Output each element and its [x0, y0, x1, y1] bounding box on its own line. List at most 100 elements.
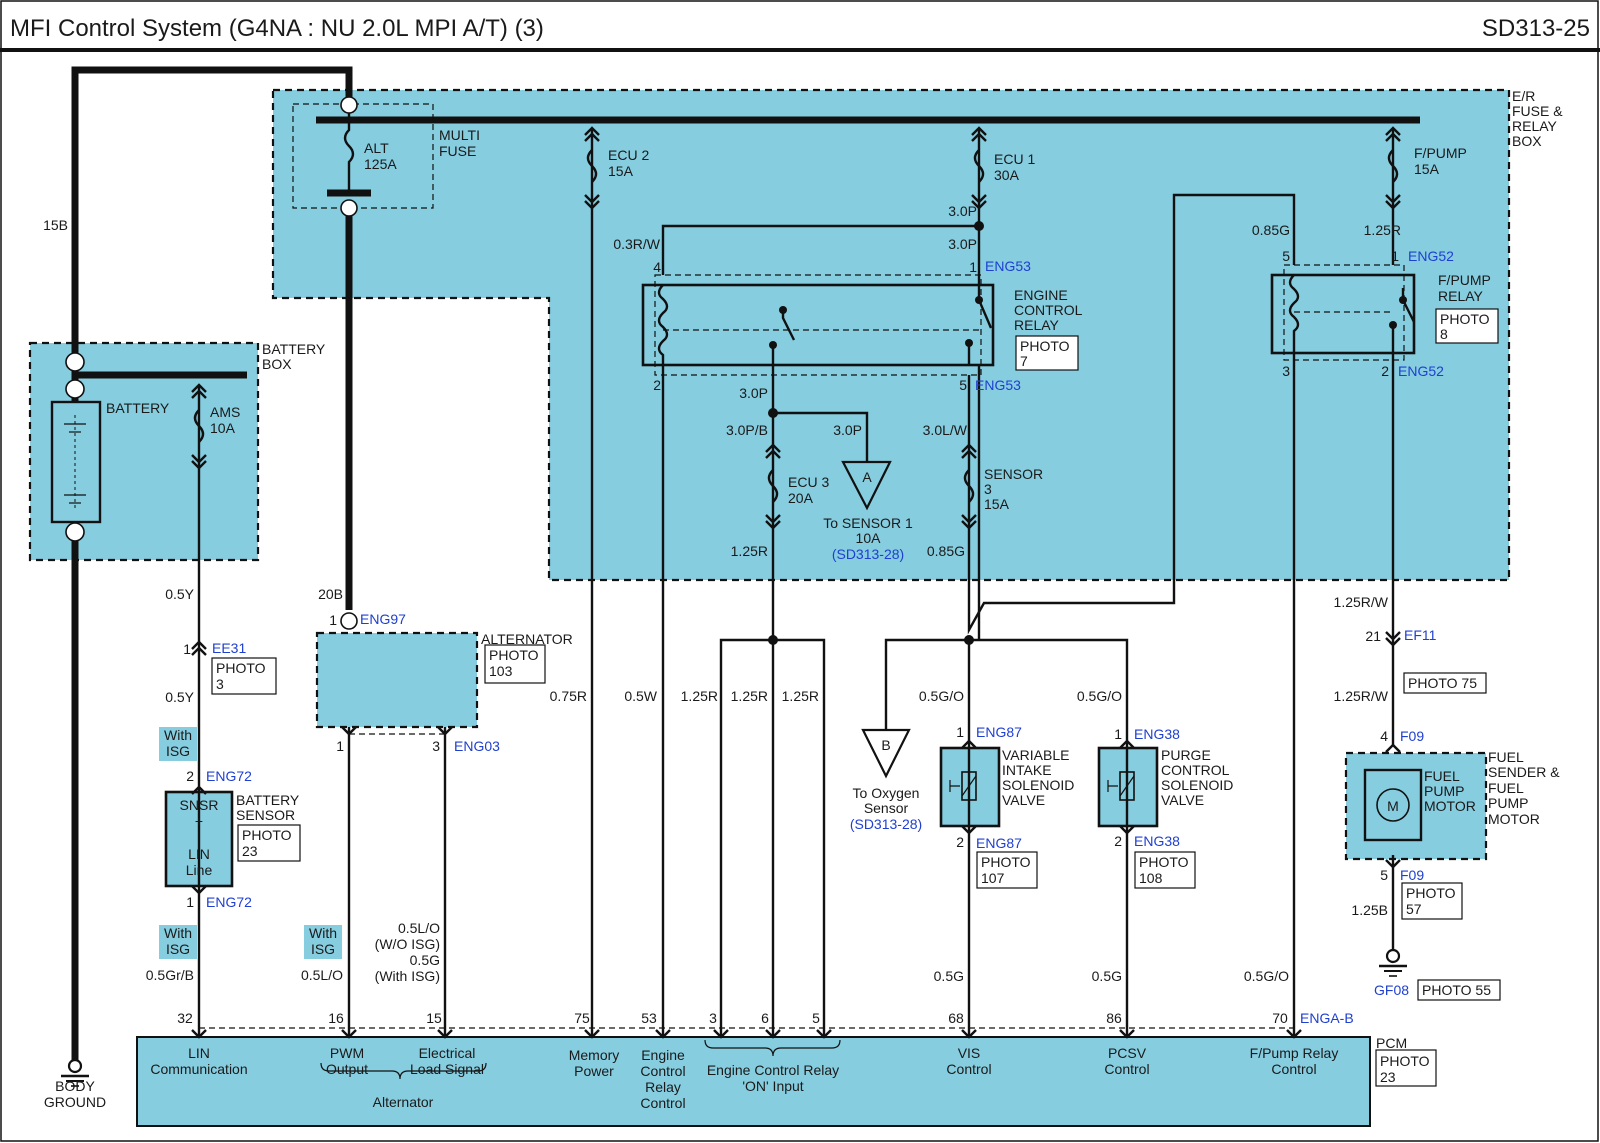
alternator-box [315, 631, 479, 729]
fuse-ecu1 [971, 126, 987, 210]
svg-text:5: 5 [1282, 248, 1290, 264]
svg-text:Communication: Communication [150, 1061, 247, 1077]
svg-text:6: 6 [761, 1010, 769, 1026]
svg-text:1.25R: 1.25R [681, 688, 718, 704]
ams-label-2: 10A [210, 420, 236, 436]
vis-label-3: SOLENOID [1002, 777, 1074, 793]
pcsv-label-1: PURGE [1161, 747, 1211, 763]
svg-text:86: 86 [1106, 1010, 1122, 1026]
svg-text:ISG: ISG [311, 941, 335, 957]
sensor3-label-2: 3 [984, 481, 992, 497]
svg-text:1: 1 [956, 724, 964, 740]
body-ground-label-2: GROUND [44, 1094, 106, 1110]
fr-connector-outline [1283, 264, 1405, 361]
wire-05go-bus [884, 638, 1129, 740]
svg-text:1: 1 [329, 612, 337, 628]
fuel-motor-label: FUEL SENDER & FUEL PUMP MOTOR [1488, 749, 1560, 827]
multifuse-terminal-top [340, 96, 358, 114]
eng03-pins [341, 726, 453, 736]
svg-text:1.25R: 1.25R [731, 688, 768, 704]
svg-text:0.5G/O: 0.5G/O [1244, 968, 1289, 984]
svg-text:MOTOR: MOTOR [1488, 811, 1540, 827]
wire-to-a [773, 411, 869, 462]
engine-control-relay-box [641, 283, 995, 367]
svg-text:Line: Line [186, 862, 213, 878]
multi-fuse-label-1: MULTI [439, 127, 480, 143]
battery-box-label-2: BOX [262, 356, 292, 372]
svg-text:With: With [309, 925, 337, 941]
svg-text:PWM: PWM [330, 1045, 364, 1061]
wire-03rw [661, 224, 979, 275]
svg-text:ENG53: ENG53 [985, 258, 1031, 274]
fr-photo-box [1435, 308, 1499, 344]
svg-text:+: + [195, 813, 203, 829]
vis-solenoid-detail [949, 775, 977, 797]
svg-text:Output: Output [326, 1061, 368, 1077]
to-oxygen-text-2: Sensor [864, 800, 909, 816]
svg-text:15B: 15B [43, 217, 68, 233]
fr-contact-2 [1389, 321, 1397, 329]
svg-text:3.0P: 3.0P [739, 385, 768, 401]
svg-text:4: 4 [1380, 728, 1388, 744]
bsensor-photo-box [237, 824, 301, 862]
vis-label-4: VALVE [1002, 792, 1045, 808]
motor-symbol [1376, 788, 1410, 822]
alt-fuse-label-1: ALT [364, 140, 389, 156]
svg-text:75: 75 [574, 1010, 590, 1026]
svg-text:EF11: EF11 [1404, 627, 1437, 643]
svg-text:Relay: Relay [645, 1079, 681, 1095]
ef11-photo-box [1403, 672, 1487, 694]
svg-text:3: 3 [709, 1010, 717, 1026]
f09-photo-box [1401, 882, 1463, 920]
svg-text:Engine: Engine [641, 1047, 685, 1063]
svg-text:2: 2 [1381, 363, 1389, 379]
fr-contact-1 [1399, 296, 1407, 304]
alternator-brace [320, 1062, 487, 1080]
svg-text:16: 16 [328, 1010, 344, 1026]
alt-fuse-label-2: 125A [364, 156, 397, 172]
svg-text:3.0P: 3.0P [948, 236, 977, 252]
to-sensor-text-1: To SENSOR 1 [823, 515, 913, 531]
svg-text:FUSE &: FUSE & [1512, 103, 1563, 119]
svg-text:0.5G/O: 0.5G/O [1077, 688, 1122, 704]
svg-text:ENG52: ENG52 [1398, 363, 1444, 379]
svg-text:5: 5 [1380, 867, 1388, 883]
gf08-ground-icon [1379, 948, 1407, 977]
node-125r [768, 635, 778, 645]
svg-text:Load Signal: Load Signal [410, 1061, 484, 1077]
ecu2-label-2: 15A [608, 163, 634, 179]
pcm-photo-1: PHOTO [1380, 1053, 1430, 1069]
ecu3-label-2: 20A [788, 490, 814, 506]
pcsv-photo-2: 108 [1139, 870, 1163, 886]
vis-label-2: INTAKE [1002, 762, 1052, 778]
pcm-functions: LIN Communication PWM Output Electrical … [150, 1045, 1338, 1111]
f09-photo-2: 57 [1406, 901, 1422, 917]
motor-symbol-label: M [1387, 798, 1399, 814]
svg-text:E/R: E/R [1512, 88, 1535, 104]
svg-text:1.25R: 1.25R [1364, 222, 1401, 238]
er-box-label: E/R FUSE & RELAY BOX [1512, 88, 1563, 149]
ecr-coil [657, 284, 669, 365]
svg-text:SNSR: SNSR [180, 797, 219, 813]
svg-text:ENG03: ENG03 [454, 738, 500, 754]
svg-text:ENG72: ENG72 [206, 768, 252, 784]
svg-text:3: 3 [432, 738, 440, 754]
ams-label-1: AMS [210, 404, 240, 420]
svg-text:1: 1 [336, 738, 344, 754]
node-05go [964, 635, 974, 645]
svg-text:FUEL: FUEL [1488, 780, 1524, 796]
svg-text:32: 32 [177, 1010, 193, 1026]
svg-text:1.25R/W: 1.25R/W [1334, 688, 1389, 704]
to-sensor-triangle [841, 460, 892, 511]
pcsv-photo-box [1134, 851, 1196, 889]
vis-photo-1: PHOTO [981, 854, 1031, 870]
svg-text:Alternator: Alternator [373, 1094, 434, 1110]
svg-text:ENG38: ENG38 [1134, 833, 1180, 849]
to-sensor-letter: A [862, 469, 872, 485]
svg-text:2: 2 [186, 768, 194, 784]
wire-labels: 15B 20B 0.85G 1.25R 0.3R/W 3.0P 3.0P 3.0… [43, 203, 1401, 984]
ecr-on-brace [704, 1039, 841, 1057]
svg-text:0.5W: 0.5W [624, 688, 657, 704]
